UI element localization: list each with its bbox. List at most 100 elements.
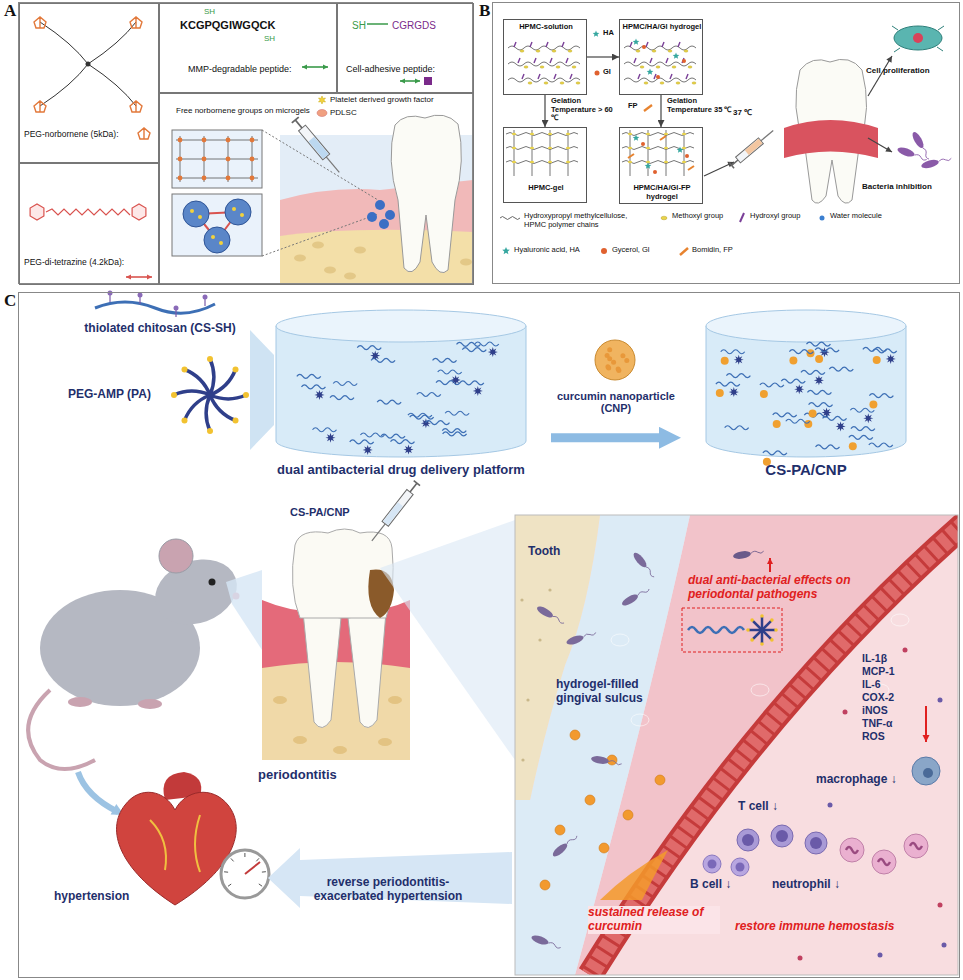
effect-label: dual anti-bacterial effects on periodont… xyxy=(688,574,874,602)
legend-sample xyxy=(820,216,825,221)
hydroxyl-group xyxy=(638,74,640,79)
nanoparticle-grain xyxy=(611,360,616,365)
cell-label: macrophage ↓ xyxy=(816,773,910,787)
chitosan-strand xyxy=(381,434,405,438)
peptide-tip xyxy=(243,392,249,398)
text-holder: C xyxy=(4,291,18,311)
bacterium xyxy=(591,755,623,767)
hydroxyl-group xyxy=(550,58,552,63)
text-holder: MMP-degradable peptide: xyxy=(188,64,306,74)
coronary-vessel xyxy=(150,815,200,872)
bacterium xyxy=(733,548,765,560)
legend-label: Platelet derived growth factor xyxy=(330,95,470,104)
bacterium-body xyxy=(620,592,639,607)
hydroxyl-group xyxy=(534,58,536,63)
curcumin-particle xyxy=(599,843,609,853)
condition-label: periodontitis xyxy=(258,768,370,783)
peg-amp xyxy=(473,386,483,396)
gauge-tick xyxy=(262,871,266,872)
chitosan-strand xyxy=(809,403,833,407)
bomidin xyxy=(628,154,634,158)
hydroxyl-group xyxy=(562,42,564,47)
syringe-plunger xyxy=(729,162,734,168)
arrow-head xyxy=(126,275,131,280)
text-holder: restore immune hemostasis xyxy=(735,920,940,934)
chitosan-strand xyxy=(807,390,831,394)
condition-label: hypertension xyxy=(54,890,152,904)
t-cell xyxy=(771,825,793,847)
chitosan-strand xyxy=(417,392,441,396)
chitosan-strand xyxy=(721,350,745,354)
bone-pore xyxy=(312,242,324,249)
bomidin xyxy=(660,136,666,140)
bacterium-body xyxy=(591,755,610,765)
cytokine-dot xyxy=(843,710,848,715)
methoxyl-group xyxy=(540,66,544,68)
cytokine-dot xyxy=(938,698,943,703)
hydroxyl-group xyxy=(546,42,548,47)
methoxyl-group xyxy=(552,50,556,52)
methoxyl-group xyxy=(512,133,516,136)
methoxyl-group xyxy=(682,133,686,136)
crosslink-node xyxy=(202,176,207,181)
growth-factor xyxy=(198,215,202,219)
text-holder: Bacteria inhibition xyxy=(862,182,958,191)
polymer-chain xyxy=(506,133,578,136)
panel-frame: Cdual antibacterial drug delivery platfo… xyxy=(18,292,960,978)
methoxyl-group xyxy=(646,133,650,136)
tooth-surface xyxy=(515,515,600,800)
methoxyl-group xyxy=(528,82,532,84)
chitosan-strand xyxy=(688,627,744,633)
cell-nucleus xyxy=(878,859,890,865)
chitosan-strand xyxy=(457,342,481,346)
text-holder: Tooth xyxy=(528,545,578,559)
polymer-chain xyxy=(622,161,694,164)
hydroxyl-group xyxy=(686,74,688,79)
peg-arm xyxy=(40,22,88,64)
curcumin-particle xyxy=(773,420,781,428)
polymer-chain xyxy=(508,46,580,50)
text-holder: dual antibacterial drug delivery platfor… xyxy=(251,463,551,478)
chitosan-strand xyxy=(443,432,467,436)
curcumin-particle xyxy=(804,420,812,428)
mouse-foot xyxy=(138,699,162,709)
nanoparticle-grain xyxy=(606,366,611,371)
legend-sample xyxy=(500,217,520,220)
legend-sample xyxy=(317,110,327,117)
cell-label: T cell ↓ xyxy=(738,800,802,814)
state-box: HPMC/HA/Gl hydrogel xyxy=(619,19,703,95)
t-cell xyxy=(737,829,759,851)
syringe-liquid xyxy=(383,502,403,525)
cell-nucleus xyxy=(910,843,922,849)
peg-amp xyxy=(886,354,896,364)
mouse-foot xyxy=(68,697,92,707)
legend-entry: PDLSC xyxy=(330,108,390,117)
peptide-tip xyxy=(750,638,754,642)
bacterium xyxy=(551,833,579,858)
flow-arrow xyxy=(78,772,118,812)
polymer-chain xyxy=(648,130,649,176)
box-label: PEG-di-tetrazine (4.2kDa): xyxy=(24,258,152,268)
chitosan-strand xyxy=(460,381,484,385)
cell-nucleus xyxy=(708,860,717,869)
glycerol xyxy=(682,59,686,63)
hyaluronic-acid xyxy=(677,147,684,153)
box-label: CS-PA/CNP xyxy=(681,461,931,478)
methoxyl-group xyxy=(512,147,516,150)
peg-arm xyxy=(88,64,136,106)
crosslink-node xyxy=(250,138,255,143)
state-box: HPMC/HA/Gl-FP hydrogel xyxy=(619,127,703,204)
methoxyl-group xyxy=(628,147,632,150)
peg-amp xyxy=(488,347,498,357)
tissue-cell xyxy=(631,714,649,726)
glycerol xyxy=(656,75,660,79)
network-strand xyxy=(176,178,258,179)
illustration-box: Free norbornene groups on microgels xyxy=(159,93,474,285)
peptide-tip xyxy=(750,618,754,622)
peg-amp xyxy=(863,413,873,423)
peptide-tip xyxy=(207,428,213,434)
zoom-box xyxy=(682,608,782,652)
bone-pore xyxy=(294,255,306,262)
text-holder: CS-PA/CNP xyxy=(681,461,931,478)
glycerol xyxy=(641,142,645,146)
